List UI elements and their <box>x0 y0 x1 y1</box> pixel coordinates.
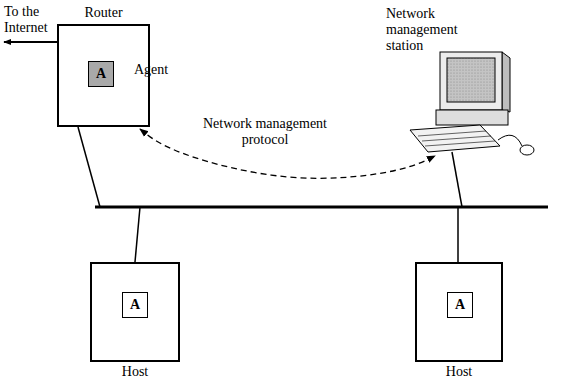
internet-label: To the Internet <box>4 4 66 36</box>
router-drop <box>78 127 100 207</box>
computer-icon <box>410 52 534 155</box>
station-label: Network management station <box>386 6 478 54</box>
internet-arrow <box>4 41 57 43</box>
station-drop <box>452 152 462 207</box>
agent-label: Agent <box>134 62 194 78</box>
node-title: Host <box>122 364 148 380</box>
host-box: AHost <box>90 262 180 362</box>
agent-box: A <box>447 292 473 318</box>
agent-box: A <box>88 61 114 87</box>
host-drop <box>135 207 140 262</box>
edge-label: Network management protocol <box>200 116 330 148</box>
management-station: Network management station <box>380 4 550 156</box>
node-title: Router <box>84 5 122 21</box>
agent-box: A <box>122 292 148 318</box>
agent-letter: A <box>130 297 140 313</box>
host-box: AHost <box>415 262 503 362</box>
agent-letter: A <box>455 297 465 313</box>
agent-letter: A <box>96 66 106 82</box>
host-drop <box>457 207 459 262</box>
node-title: Host <box>446 364 472 380</box>
network-bus <box>95 206 548 209</box>
